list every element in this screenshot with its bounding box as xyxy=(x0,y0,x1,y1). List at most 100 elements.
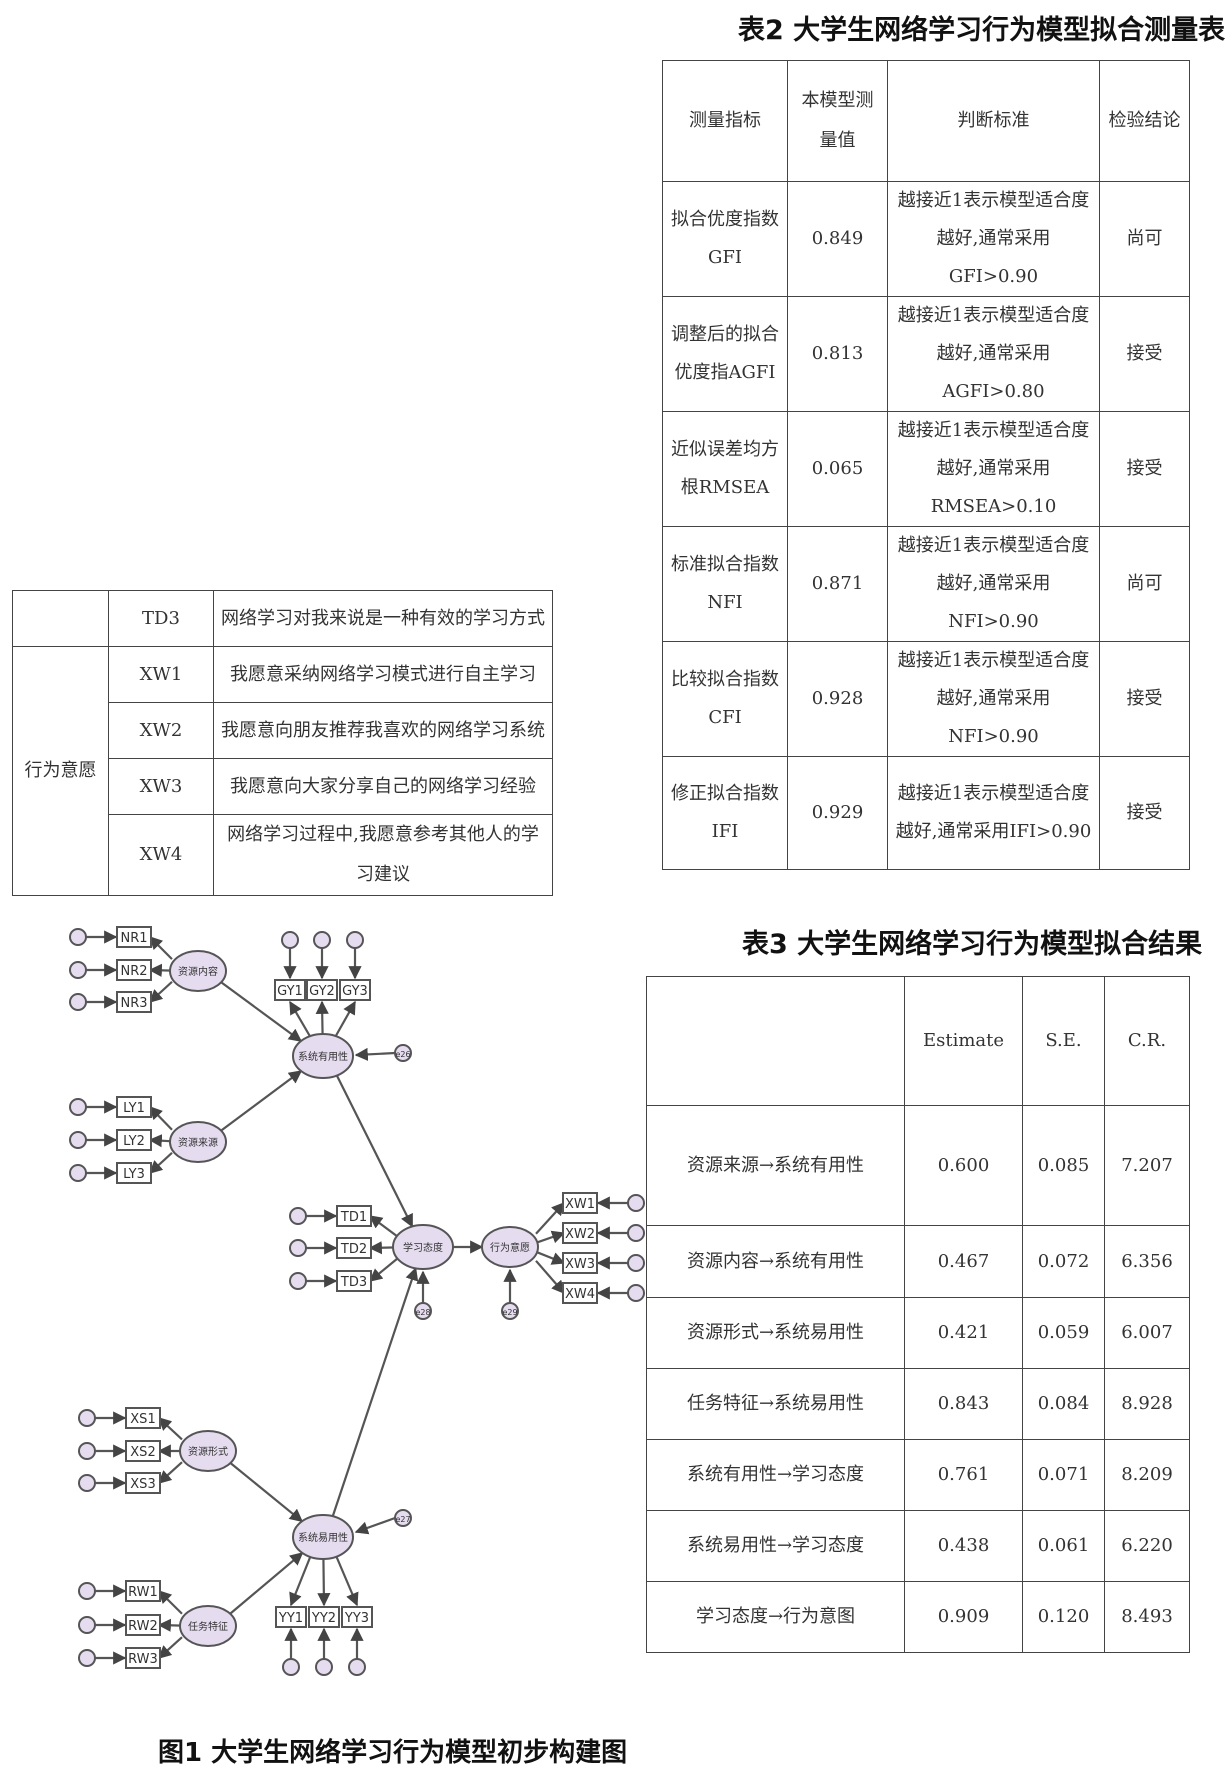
table-header-row: Estimate S.E. C.R. xyxy=(646,976,1190,1106)
error-circle xyxy=(315,1658,333,1676)
criterion-cell: 越接近1表示模型适合度越好,通常采用NFI>0.90 xyxy=(887,526,1100,642)
error-circle xyxy=(627,1194,645,1212)
metric-cell: 标准拟合指数NFI xyxy=(662,526,788,642)
path-arrow xyxy=(220,981,303,1042)
conclusion-cell: 接受 xyxy=(1099,411,1190,527)
indicator-td2-label: TD2 xyxy=(340,1242,367,1257)
latent-xs-label: 资源形式 xyxy=(188,1445,228,1458)
path-cell: 学习态度→行为意图 xyxy=(646,1581,905,1653)
indicator-nr3-label: NR3 xyxy=(120,996,147,1011)
latent-yy-ellipse xyxy=(292,1514,354,1560)
indicator-td3-label: TD3 xyxy=(340,1275,367,1290)
latent-ly-label: 资源来源 xyxy=(178,1136,218,1149)
disturbance-arrow xyxy=(354,1516,396,1535)
loading-arrow xyxy=(535,1202,565,1235)
path-cell: 系统易用性→学习态度 xyxy=(646,1510,905,1582)
indicator-rw1-label: RW1 xyxy=(128,1585,158,1600)
indicator-yy3-box xyxy=(341,1606,373,1628)
cr-cell: 7.207 xyxy=(1104,1105,1190,1226)
indicator-gy2-label: GY2 xyxy=(309,984,335,999)
indicator-ly3-box xyxy=(116,1162,152,1184)
indicator-xw2-box xyxy=(562,1222,598,1244)
table-row: TD3 网络学习对我来说是一种有效的学习方式 xyxy=(12,590,553,647)
error-circle xyxy=(289,1207,307,1225)
indicator-yy1-label: YY1 xyxy=(278,1611,303,1626)
conclusion-cell: 接受 xyxy=(1099,296,1190,412)
indicator-nr3-box xyxy=(116,991,152,1013)
disturbance-gy xyxy=(394,1044,412,1062)
latent-xs-ellipse xyxy=(179,1430,237,1472)
indicator-ly2-label: LY2 xyxy=(123,1134,145,1149)
latent-yy-label: 系统易用性 xyxy=(298,1531,348,1544)
error-circle xyxy=(282,1658,300,1676)
cr-cell: 8.209 xyxy=(1104,1439,1190,1511)
se-cell: 0.120 xyxy=(1022,1581,1105,1653)
indicator-rw3-box xyxy=(125,1647,161,1669)
indicator-td3-box xyxy=(336,1270,372,1292)
se-cell: 0.085 xyxy=(1022,1105,1105,1226)
metric-cell: 近似误差均方根RMSEA xyxy=(662,411,788,527)
indicator-nr2-box xyxy=(116,959,152,981)
cr-cell: 6.220 xyxy=(1104,1510,1190,1582)
loading-arrow xyxy=(158,1590,183,1615)
conclusion-cell: 尚可 xyxy=(1099,181,1190,297)
loading-arrow xyxy=(158,1417,183,1441)
indicator-td1-box xyxy=(336,1205,372,1227)
se-cell: 0.084 xyxy=(1022,1368,1105,1440)
column-header: Estimate xyxy=(904,976,1023,1106)
metric-cell: 调整后的拟合优度指AGFI xyxy=(662,296,788,412)
loading-arrow xyxy=(335,1556,359,1607)
indicator-xs3-box xyxy=(125,1472,161,1494)
path-cell: 资源内容→系统有用性 xyxy=(646,1225,905,1298)
disturbance-yy xyxy=(394,1509,412,1527)
error-circle xyxy=(78,1616,96,1634)
error-circle xyxy=(78,1649,96,1667)
loading-arrow xyxy=(148,963,173,977)
estimate-cell: 0.467 xyxy=(904,1225,1023,1298)
error-circle xyxy=(78,1409,96,1427)
table-header-row: 测量指标 本模型测量值 判断标准 检验结论 xyxy=(662,60,1190,182)
loading-arrow xyxy=(149,1106,173,1131)
path-cell: 系统有用性→学习态度 xyxy=(646,1439,905,1511)
error-circle xyxy=(627,1254,645,1272)
latent-nr-ellipse xyxy=(169,950,227,992)
error-circle xyxy=(289,1239,307,1257)
table2-title: 表2 大学生网络学习行为模型拟合测量表 xyxy=(738,15,1225,46)
disturbance-arrow xyxy=(354,1047,396,1061)
value-cell: 0.871 xyxy=(787,526,888,642)
indicator-ly3-label: LY3 xyxy=(123,1167,145,1182)
estimate-cell: 0.843 xyxy=(904,1368,1023,1440)
estimate-cell: 0.421 xyxy=(904,1297,1023,1369)
loading-arrow xyxy=(289,1556,312,1607)
disturbance-yy-label: e27 xyxy=(395,1515,410,1524)
path-arrow xyxy=(229,1462,304,1523)
estimate-cell: 0.438 xyxy=(904,1510,1023,1582)
column-header: 检验结论 xyxy=(1099,60,1190,182)
loading-arrow xyxy=(149,936,173,960)
path-cell: 资源形式→系统易用性 xyxy=(646,1297,905,1369)
indicator-td2-box xyxy=(336,1237,372,1259)
indicator-ly1-box xyxy=(116,1096,152,1118)
loading-arrow xyxy=(158,1461,183,1484)
path-arrow xyxy=(229,1552,304,1615)
column-header: 测量指标 xyxy=(662,60,788,182)
criterion-cell: 越接近1表示模型适合度越好,通常采用IFI>0.90 xyxy=(887,756,1100,870)
item-text-cell: 网络学习过程中,我愿意参考其他人的学习建议 xyxy=(213,814,553,896)
error-circle xyxy=(78,1474,96,1492)
column-header: 本模型测量值 xyxy=(787,60,888,182)
metric-cell: 拟合优度指数GFI xyxy=(662,181,788,297)
indicator-yy3-label: YY3 xyxy=(344,1611,369,1626)
error-circle xyxy=(69,1164,87,1182)
indicator-nr1-label: NR1 xyxy=(120,931,147,946)
items-table: TD3 网络学习对我来说是一种有效的学习方式 行为意愿 XW1 我愿意采纳网络学… xyxy=(12,590,553,896)
value-cell: 0.813 xyxy=(787,296,888,412)
item-text-cell: 网络学习对我来说是一种有效的学习方式 xyxy=(213,590,553,647)
cr-cell: 8.493 xyxy=(1104,1581,1190,1653)
cr-cell: 6.007 xyxy=(1104,1297,1190,1369)
